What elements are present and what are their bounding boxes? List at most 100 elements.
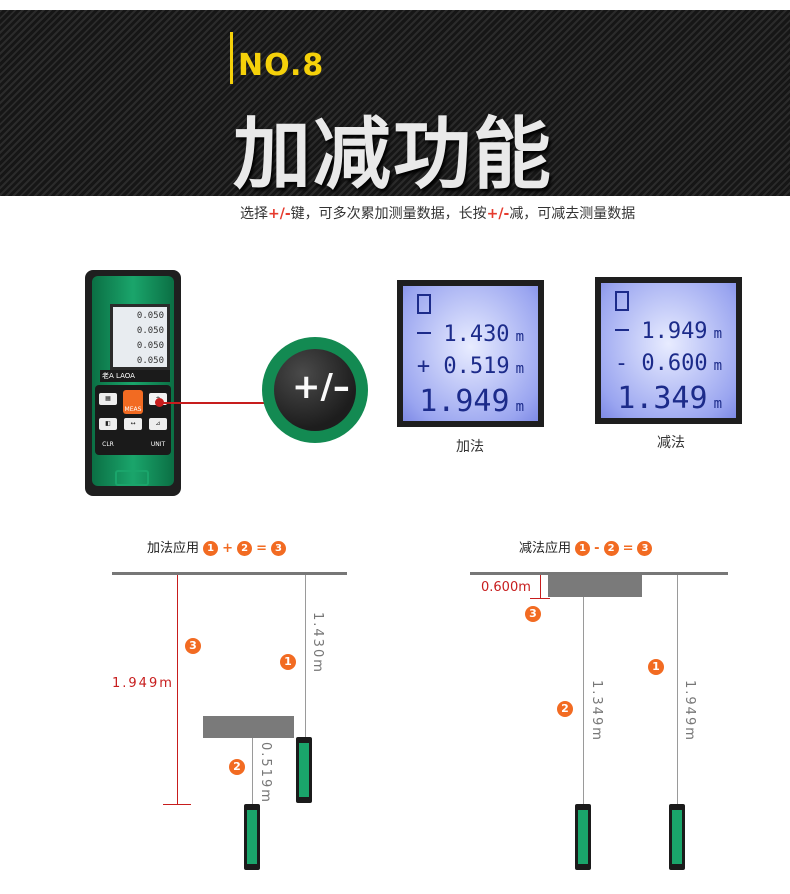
step-badge: 2 <box>229 759 245 775</box>
measure-beam <box>583 597 584 807</box>
zoom-key-face: +/– <box>274 349 356 431</box>
rangefinder-icon <box>575 804 591 870</box>
step-badge: 2 <box>237 541 253 556</box>
lcd-row: 1.949 m <box>641 319 722 344</box>
obstacle-block <box>203 716 294 738</box>
screen-line: 0.050 <box>136 326 164 336</box>
operator: = <box>256 541 267 556</box>
measure-beam <box>252 738 253 808</box>
description-text: 选择 <box>240 206 268 222</box>
callout-dot <box>155 398 164 407</box>
accent-bar <box>230 32 233 84</box>
screen-line: 0.050 <box>136 341 164 351</box>
step-badge: 3 <box>525 606 541 622</box>
offset-label: 0.600m <box>481 580 531 595</box>
lcd-value: 1.949 <box>419 384 510 419</box>
operator: - <box>594 541 600 556</box>
meas-key: MEAS <box>123 390 143 414</box>
lcd-unit: m <box>515 361 524 377</box>
callout-line <box>158 402 268 404</box>
lcd-value: 1.349 <box>617 381 708 416</box>
total-distance-tick <box>163 804 191 805</box>
lcd-row: 1.430 m <box>443 322 524 347</box>
battery-icon <box>615 291 629 311</box>
stairs-key: ⊿ <box>149 418 167 430</box>
distance-label: 1.349m <box>589 680 604 742</box>
device-slot <box>115 470 149 486</box>
subtraction-lcd: 1.949 m - 0.600 m 1.349 m <box>595 277 742 424</box>
lcd-value: + 0.519 <box>416 354 510 379</box>
device-keypad: ▦ MEAS ± ◧ ↔ ⊿ CLR UNIT <box>95 385 171 455</box>
measure-beam <box>677 575 678 807</box>
measure-line-icon <box>417 332 431 334</box>
offset-line <box>540 575 541 599</box>
measure-line-icon <box>615 329 629 331</box>
measure-beam <box>305 575 306 740</box>
rangefinder-icon <box>244 804 260 870</box>
battery-icon <box>417 294 431 314</box>
ceiling-line <box>470 572 728 575</box>
addition-caption: 加法 <box>456 439 484 455</box>
plus-minus-highlight: +/- <box>486 206 510 222</box>
step-badge: 1 <box>280 654 296 670</box>
clr-key: CLR <box>99 439 117 451</box>
diagram-label: 减法应用 <box>519 541 572 556</box>
lcd-unit: m <box>713 358 722 374</box>
diagram-label: 加法应用 <box>147 541 200 556</box>
banner-title: 加减功能 <box>233 110 554 200</box>
lcd-row: - 0.600 m <box>615 351 722 376</box>
screen-line: 0.050 <box>136 356 164 366</box>
description-text: 键，可多次累加测量数据，长按 <box>290 206 487 222</box>
distance-label: 1.430m <box>310 612 325 674</box>
rangefinder-device: 0.050 0.050 0.050 0.050 老A LAOA ▦ MEAS ±… <box>85 270 181 496</box>
addition-heading: 加法应用 1+2=3 <box>147 537 286 556</box>
step-badge: 2 <box>603 541 619 556</box>
total-distance-label: 1.949m <box>112 676 174 691</box>
rangefinder-icon <box>669 804 685 870</box>
lcd-row: 1.949 m <box>419 384 524 419</box>
plus-minus-label: +/– <box>292 367 350 407</box>
step-badge: 3 <box>637 541 653 556</box>
distance-label: 1.949m <box>682 680 697 742</box>
banner-number: NO.8 <box>238 48 325 83</box>
grid-key: ▦ <box>99 393 117 405</box>
ceiling-line <box>112 572 347 575</box>
lcd-value: - 0.600 <box>614 351 708 376</box>
offset-tick <box>530 598 550 599</box>
lcd-row: + 0.519 m <box>417 354 524 379</box>
step-badge: 1 <box>575 541 591 556</box>
screen-line: 0.050 <box>136 311 164 321</box>
ruler-key: ↔ <box>124 418 142 430</box>
device-brand: 老A LAOA <box>100 370 170 382</box>
title-banner: NO.8 加减功能 <box>0 10 790 200</box>
plus-minus-key-zoom: +/– <box>262 337 368 443</box>
device-screen: 0.050 0.050 0.050 0.050 <box>110 304 170 370</box>
distance-label: 0.519m <box>258 742 273 804</box>
area-key: ◧ <box>99 418 117 430</box>
step-badge: 3 <box>270 541 286 556</box>
lcd-screen: 1.949 m - 0.600 m 1.349 m <box>601 283 736 418</box>
lcd-unit: m <box>515 399 524 415</box>
lcd-row: 1.349 m <box>617 381 722 416</box>
obstacle-block <box>548 575 642 597</box>
lcd-value: 1.430 <box>443 322 510 347</box>
description-text: 减，可减去测量数据 <box>509 206 636 222</box>
addition-lcd: 1.430 m + 0.519 m 1.949 m <box>397 280 544 427</box>
feature-description: 选择+/-键，可多次累加测量数据，长按+/-减，可减去测量数据 <box>240 203 635 223</box>
lcd-screen: 1.430 m + 0.519 m 1.949 m <box>403 286 538 421</box>
subtraction-caption: 减法 <box>657 435 685 451</box>
lcd-unit: m <box>713 326 722 342</box>
rangefinder-icon <box>296 737 312 803</box>
lcd-unit: m <box>713 396 722 412</box>
operator: = <box>622 541 634 556</box>
unit-key: UNIT <box>149 439 167 451</box>
step-badge: 3 <box>185 638 201 654</box>
lcd-value: 1.949 <box>641 319 708 344</box>
subtraction-heading: 减法应用 1-2=3 <box>519 537 653 556</box>
step-badge: 2 <box>557 701 573 717</box>
lcd-unit: m <box>515 329 524 345</box>
plus-minus-highlight: +/- <box>268 206 291 222</box>
total-distance-line <box>177 575 178 805</box>
operator: + <box>222 541 234 556</box>
step-badge: 1 <box>648 659 664 675</box>
